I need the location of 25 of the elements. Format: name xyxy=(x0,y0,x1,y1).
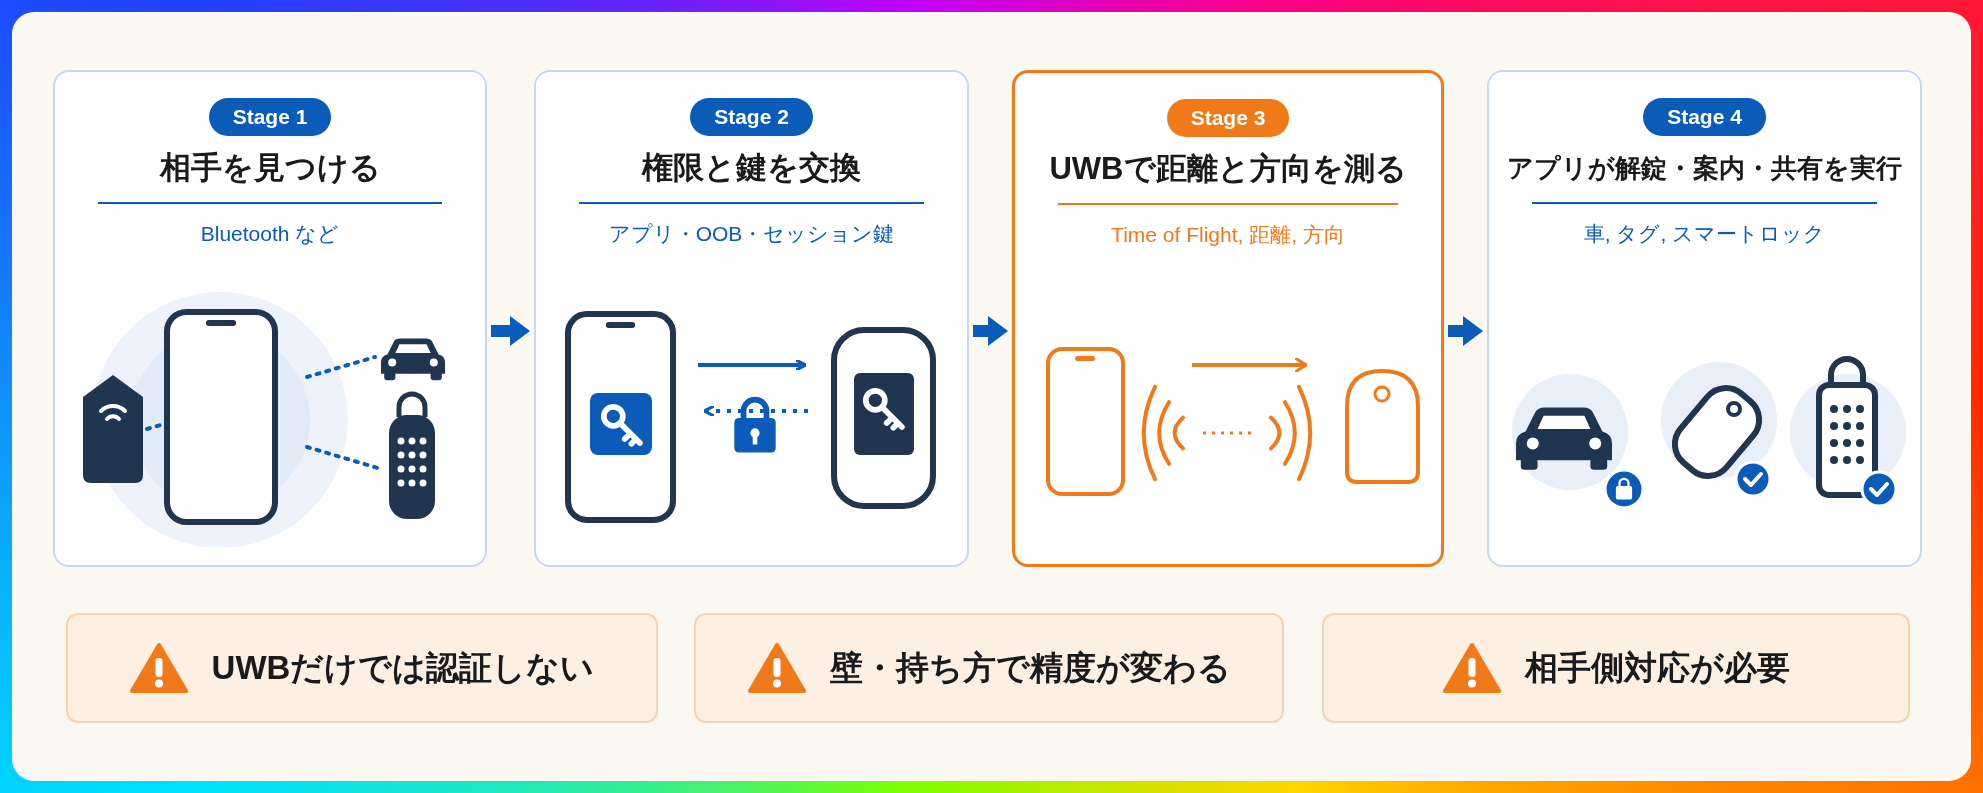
stage-subtitle: Time of Flight, 距離, 方向 xyxy=(1111,221,1345,248)
stage-card xyxy=(1012,70,1444,567)
stage-card xyxy=(534,70,969,567)
stage-badge: Stage 2 xyxy=(690,98,813,136)
stage-title: 相手を見つける xyxy=(159,148,381,187)
warning-text: 相手側対応が必要 xyxy=(1524,648,1790,689)
stage-badge: Stage 1 xyxy=(208,98,332,136)
stage-badge: Stage 4 xyxy=(1643,98,1766,136)
warning-text: 壁・持ち方で精度が変わる xyxy=(829,648,1231,689)
stage-card xyxy=(53,70,487,567)
flow-arrow xyxy=(491,316,530,346)
stage-title: 権限と鍵を交換 xyxy=(642,148,861,187)
flow-arrow xyxy=(1448,316,1483,346)
stage-badge: Stage 3 xyxy=(1166,99,1290,137)
stage-subtitle: アプリ・OOB・セッション鍵 xyxy=(608,220,895,247)
warning-card xyxy=(1322,613,1910,723)
warning-card xyxy=(66,613,658,723)
flow-arrow xyxy=(973,316,1008,346)
warning-text: UWBだけでは認証しない xyxy=(211,648,595,689)
stage-subtitle: 車, タグ, スマートロック xyxy=(1583,220,1826,247)
stage-title: アプリが解錠・案内・共有を実行 xyxy=(1507,151,1902,185)
stage-subtitle: Bluetooth など xyxy=(200,220,340,247)
stage-card xyxy=(1487,70,1922,567)
stage-title: UWBで距離と方向を測る xyxy=(1049,149,1407,188)
warning-card xyxy=(694,613,1284,723)
